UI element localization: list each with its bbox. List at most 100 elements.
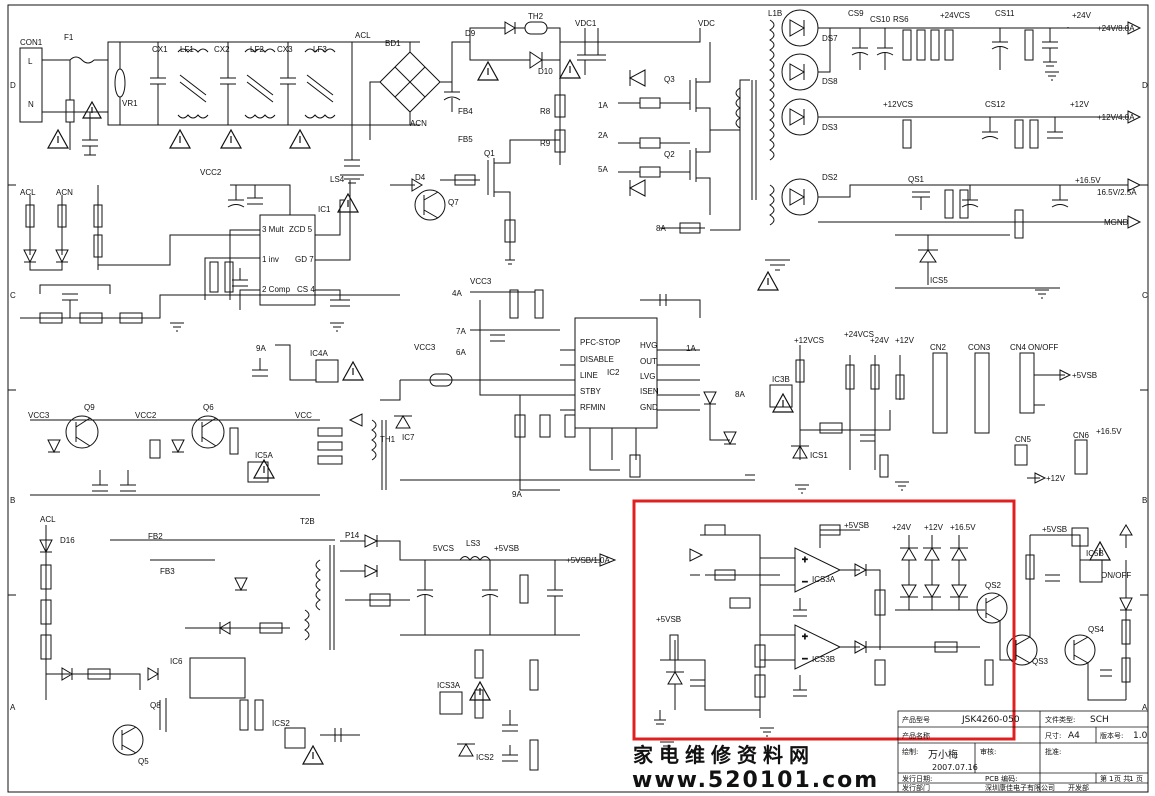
transistor-qs3 — [1006, 634, 1038, 666]
cap-cx3 — [280, 42, 296, 125]
tb-filetype-value: SCH — [1090, 715, 1109, 725]
row-label-c-right: C — [1142, 291, 1148, 300]
row-label-b-right: B — [1142, 496, 1147, 505]
warning-icon — [81, 100, 103, 119]
label-acn: ACN — [410, 119, 427, 128]
label-t1: L1B — [768, 9, 782, 18]
label-12v: +12V — [1070, 100, 1090, 109]
diode-d13 — [723, 431, 737, 446]
diode-d9 — [529, 51, 543, 69]
label-acl: ACL — [355, 31, 371, 40]
transformer-t1-primary — [735, 87, 741, 129]
inductor-lf2 — [244, 48, 276, 119]
inductor-lf1 — [177, 48, 209, 119]
ic2-pin-out: OUT — [640, 357, 657, 366]
tb-page-mid: 页 共 — [1114, 774, 1130, 783]
rectifier-ds2 — [781, 178, 819, 216]
diode-d7 — [628, 179, 646, 197]
tb-review-label: 审核: — [980, 747, 996, 756]
tag-4a: 4A — [452, 289, 462, 298]
ic2-pin-lvg: LVG — [640, 372, 655, 381]
label-out-5vsb: +5VSB/1.0A — [566, 556, 610, 565]
diode-ds1 — [1119, 597, 1133, 612]
diode-d4 — [628, 69, 646, 87]
tb-page-label: 第 — [1100, 774, 1107, 783]
diode-d17 — [234, 577, 248, 592]
label-5vsb-sw: +5VSB — [1042, 525, 1067, 534]
connector-cn5 — [1014, 444, 1028, 466]
ic2-pin-pfcstop: PFC-STOP — [580, 338, 620, 347]
transistor-q9 — [65, 415, 99, 449]
label-24vcs: +24VCS — [940, 11, 970, 20]
label-q2: Q2 — [664, 150, 675, 159]
tb-version-value: 1.0 — [1133, 731, 1148, 741]
inductor-ls4 — [459, 556, 491, 561]
tb-name-label: 产品名称 — [902, 731, 930, 740]
cap-cx1 — [150, 42, 166, 125]
resistor-r9 — [554, 129, 566, 153]
label-ds7: DS8 — [822, 77, 838, 86]
label-fb5: FB5 — [458, 135, 473, 144]
label-ics2: ICS2 — [476, 753, 494, 762]
warning-icon — [46, 128, 70, 149]
label-q9: Q9 — [84, 403, 95, 412]
label-con1-l: L — [28, 57, 33, 66]
mosfet-q2 — [689, 130, 711, 215]
transformer-t1-secondary — [769, 19, 775, 161]
label-out-165v: 16.5V/2.5A — [1097, 188, 1137, 197]
tb-filetype-label: 文件类型: — [1045, 715, 1075, 724]
label-r8: R8 — [540, 107, 551, 116]
highlight-box — [632, 499, 1016, 741]
label-acl-sb: ACL — [40, 515, 56, 524]
varistor-vr1 — [114, 68, 126, 98]
label-vr1: VR1 — [122, 99, 138, 108]
label-con1-n: N — [28, 100, 34, 109]
tb-issue-label: 发行日期: — [902, 774, 932, 783]
row-label-d: D — [10, 81, 16, 90]
title-block — [897, 710, 1149, 793]
optocoupler-ic3a — [315, 359, 339, 383]
inductor-lf3 — [304, 48, 336, 119]
transistor-q6 — [414, 189, 446, 221]
connector-cn4 — [1019, 352, 1035, 414]
label-ics1: ICS1 — [810, 451, 828, 460]
transistor-q5 — [191, 415, 225, 449]
warning-icon — [336, 192, 360, 213]
warning-icon — [168, 128, 192, 149]
bridge-bd1 — [379, 51, 441, 113]
label-vcc3-b: VCC3 — [414, 343, 436, 352]
tb-page-value: 1 — [1109, 775, 1113, 783]
opamp-ics3b: +− — [794, 624, 842, 670]
label-q3: Q3 — [664, 75, 675, 84]
label-ic2: IC2 — [607, 368, 620, 377]
label-ic4a: IC5A — [255, 451, 273, 460]
label-24v: +24V — [1072, 11, 1092, 20]
ic1-pin-inv: 1 inv — [262, 255, 279, 264]
label-q8: Q5 — [138, 757, 149, 766]
label-onoff: ON/OFF — [1101, 571, 1131, 580]
label-165v-prot: +16.5V — [950, 523, 976, 532]
label-12v-cn5: +12V — [1046, 474, 1066, 483]
label-ds2: DS2 — [822, 173, 838, 182]
label-t2a: T2B — [300, 517, 315, 526]
label-t2b: TH1 — [380, 435, 396, 444]
label-ic6: IC6 — [170, 657, 183, 666]
label-vdc: VDC — [698, 19, 715, 28]
label-acl-sense: ACL — [20, 188, 36, 197]
optocoupler-ic4a — [247, 461, 269, 483]
label-q1: Q1 — [484, 149, 495, 158]
ic1-pin-cs: CS 4 — [297, 285, 315, 294]
optocoupler-ic5a — [284, 727, 306, 749]
label-qs1: QS1 — [908, 175, 925, 184]
optocoupler-ic3b — [769, 384, 793, 408]
diode-d12 — [703, 391, 717, 406]
tag-7a: 7A — [456, 327, 466, 336]
connector-cn6 — [1074, 439, 1088, 475]
diode-ds4 — [364, 534, 379, 548]
label-ics3a: ICS3A — [812, 575, 836, 584]
label-12v-fb: +12V — [895, 336, 915, 345]
label-cn6: CN6 — [1073, 431, 1090, 440]
optocoupler-ic4b — [1079, 559, 1103, 583]
zener-zs2 — [901, 547, 917, 561]
